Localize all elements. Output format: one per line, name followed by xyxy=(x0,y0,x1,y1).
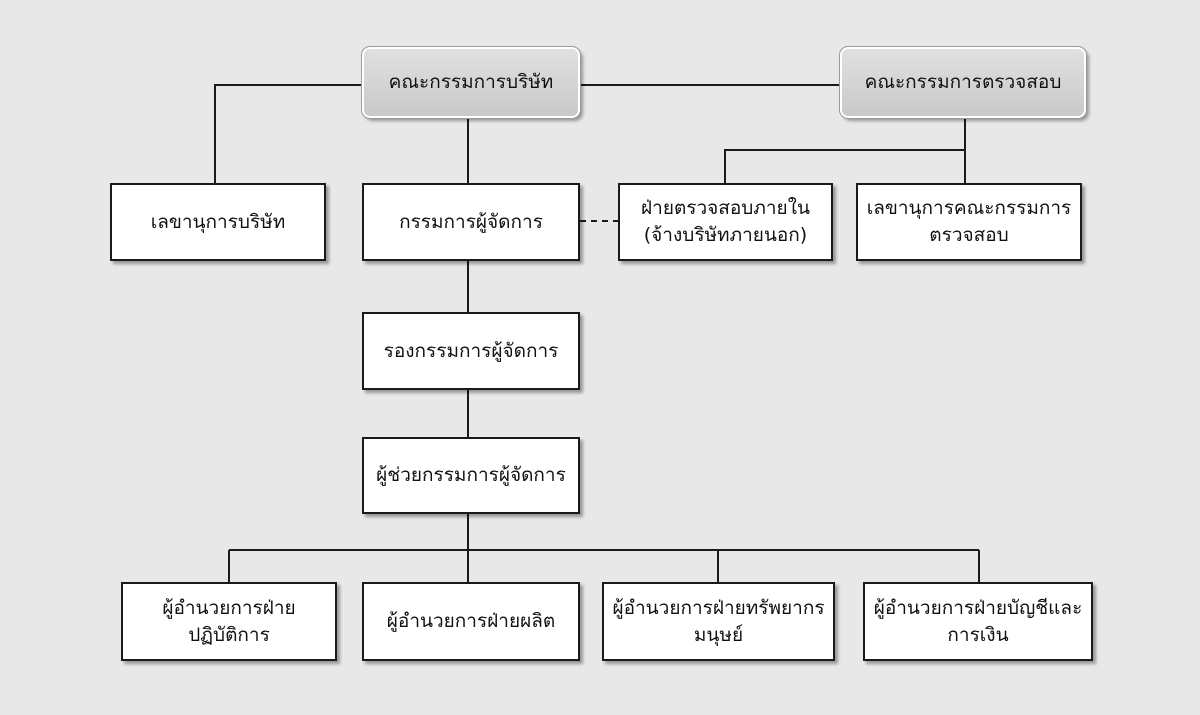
node-label: เลขานุการบริษัท xyxy=(150,210,286,233)
node-label: คณะกรรมการตรวจสอบ xyxy=(864,71,1062,93)
node-assistant-managing-director: ผู้ช่วยกรรมการผู้จัดการ xyxy=(362,437,580,514)
node-label: ผู้อำนวยการฝ่ายผลิต xyxy=(386,610,556,632)
node-managing-director: กรรมการผู้จัดการ xyxy=(362,183,580,261)
node-finance-director: ผู้อำนวยการฝ่ายบัญชีและ การเงิน xyxy=(863,582,1093,661)
node-label-line-1: ฝ่ายตรวจสอบภายใน xyxy=(641,197,810,219)
node-label-line-2: ตรวจสอบ xyxy=(929,224,1009,246)
node-label: รองกรรมการผู้จัดการ xyxy=(383,339,559,362)
node-label-line-1: ผู้อำนวยการฝ่าย xyxy=(162,596,296,619)
node-audit-committee-secretary: เลขานุการคณะกรรมการ ตรวจสอบ xyxy=(856,183,1082,261)
node-production-director: ผู้อำนวยการฝ่ายผลิต xyxy=(362,582,580,661)
node-label: กรรมการผู้จัดการ xyxy=(399,210,543,233)
node-deputy-managing-director: รองกรรมการผู้จัดการ xyxy=(362,312,580,390)
node-operations-director: ผู้อำนวยการฝ่าย ปฏิบัติการ xyxy=(121,582,337,661)
node-label-line-1: ผู้อำนวยการฝ่ายทรัพยากร xyxy=(612,596,825,619)
node-label-line-1: เลขานุการคณะกรรมการ xyxy=(866,197,1072,219)
node-label: ผู้ช่วยกรรมการผู้จัดการ xyxy=(376,464,566,486)
node-label-line-2: (จ้างบริษัทภายนอก) xyxy=(643,224,808,246)
edge-audit-committee-internal-audit xyxy=(724,149,965,183)
node-label-line-2: ปฏิบัติการ xyxy=(188,623,270,646)
node-company-secretary: เลขานุการบริษัท xyxy=(110,183,326,261)
node-label-line-2: มนุษย์ xyxy=(693,623,744,646)
node-internal-audit: ฝ่ายตรวจสอบภายใน (จ้างบริษัทภายนอก) xyxy=(618,183,833,261)
node-label-line-2: การเงิน xyxy=(947,623,1009,646)
node-label-line-1: ผู้อำนวยการฝ่ายบัญชีและ xyxy=(873,596,1083,619)
node-hr-director: ผู้อำนวยการฝ่ายทรัพยากร มนุษย์ xyxy=(602,582,835,661)
node-audit-committee: คณะกรรมการตรวจสอบ xyxy=(839,46,1087,119)
node-label: คณะกรรมการบริษัท xyxy=(388,71,554,93)
edge-board-company-secretary xyxy=(214,84,362,183)
node-board-of-directors: คณะกรรมการบริษัท xyxy=(361,46,581,119)
